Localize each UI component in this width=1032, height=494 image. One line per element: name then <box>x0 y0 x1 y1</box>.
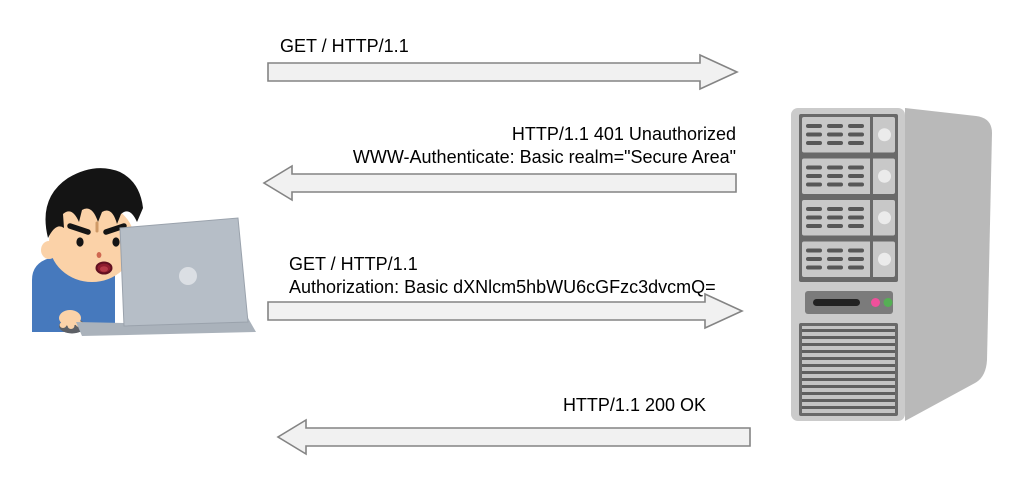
vent-line <box>802 350 895 353</box>
message-line: Authorization: Basic dXNlcm5hbWU6cGFzc3d… <box>289 277 716 297</box>
message-3-label: GET / HTTP/1.1 Authorization: Basic dXNl… <box>289 253 716 299</box>
server-side-panel <box>905 108 992 421</box>
client-eye <box>76 237 84 247</box>
led-pink <box>871 298 880 307</box>
client-face <box>49 202 135 282</box>
vent-line <box>802 385 895 388</box>
client-eyebrow <box>103 223 127 235</box>
drive-bay <box>802 200 895 236</box>
arrow-shape <box>276 418 751 456</box>
vent-line <box>802 378 895 381</box>
server-bay-frame <box>799 114 898 282</box>
message-line: WWW-Authenticate: Basic realm="Secure Ar… <box>352 147 736 167</box>
client-eye <box>112 237 120 247</box>
message-line: HTTP/1.1 401 Unauthorized <box>511 124 736 144</box>
vent-line <box>802 406 895 409</box>
client-person-laptop-icon <box>32 168 256 336</box>
vent-line <box>802 343 895 346</box>
message-1-label: GET / HTTP/1.1 <box>280 35 409 58</box>
message-2-label: HTTP/1.1 401 Unauthorized WWW-Authentica… <box>250 123 736 169</box>
vent-line <box>802 399 895 402</box>
client-mouth-inner <box>100 266 108 272</box>
vent-line <box>802 371 895 374</box>
vent-line <box>802 357 895 360</box>
request-arrow-3 <box>267 292 744 330</box>
server-tower-icon <box>791 108 992 421</box>
client-hair <box>45 168 143 238</box>
message-4-label: HTTP/1.1 200 OK <box>300 394 706 417</box>
server-drive-slot <box>813 299 860 306</box>
vent-line <box>802 336 895 339</box>
response-arrow-4 <box>276 418 751 456</box>
server-vent-bg <box>802 326 895 413</box>
request-arrow-1 <box>267 53 739 91</box>
arrow-shape <box>267 292 744 330</box>
message-line: GET / HTTP/1.1 <box>280 36 409 56</box>
drive-bay <box>802 241 895 277</box>
client-finger <box>67 323 75 329</box>
client-eyebrow <box>67 223 91 235</box>
laptop-logo-icon <box>179 267 197 285</box>
vent-line <box>802 364 895 367</box>
message-line: GET / HTTP/1.1 <box>289 254 418 274</box>
client-finger <box>59 322 67 328</box>
vent-line <box>802 392 895 395</box>
arrow-shape <box>267 53 739 91</box>
response-arrow-2 <box>262 164 737 202</box>
drive-bay <box>802 117 895 153</box>
vent-line <box>802 329 895 332</box>
arrow-shape <box>262 164 737 202</box>
led-green <box>883 298 893 307</box>
message-line: HTTP/1.1 200 OK <box>562 395 706 415</box>
client-nose <box>96 252 102 258</box>
drive-bay <box>802 158 895 194</box>
client-hand <box>59 310 81 326</box>
